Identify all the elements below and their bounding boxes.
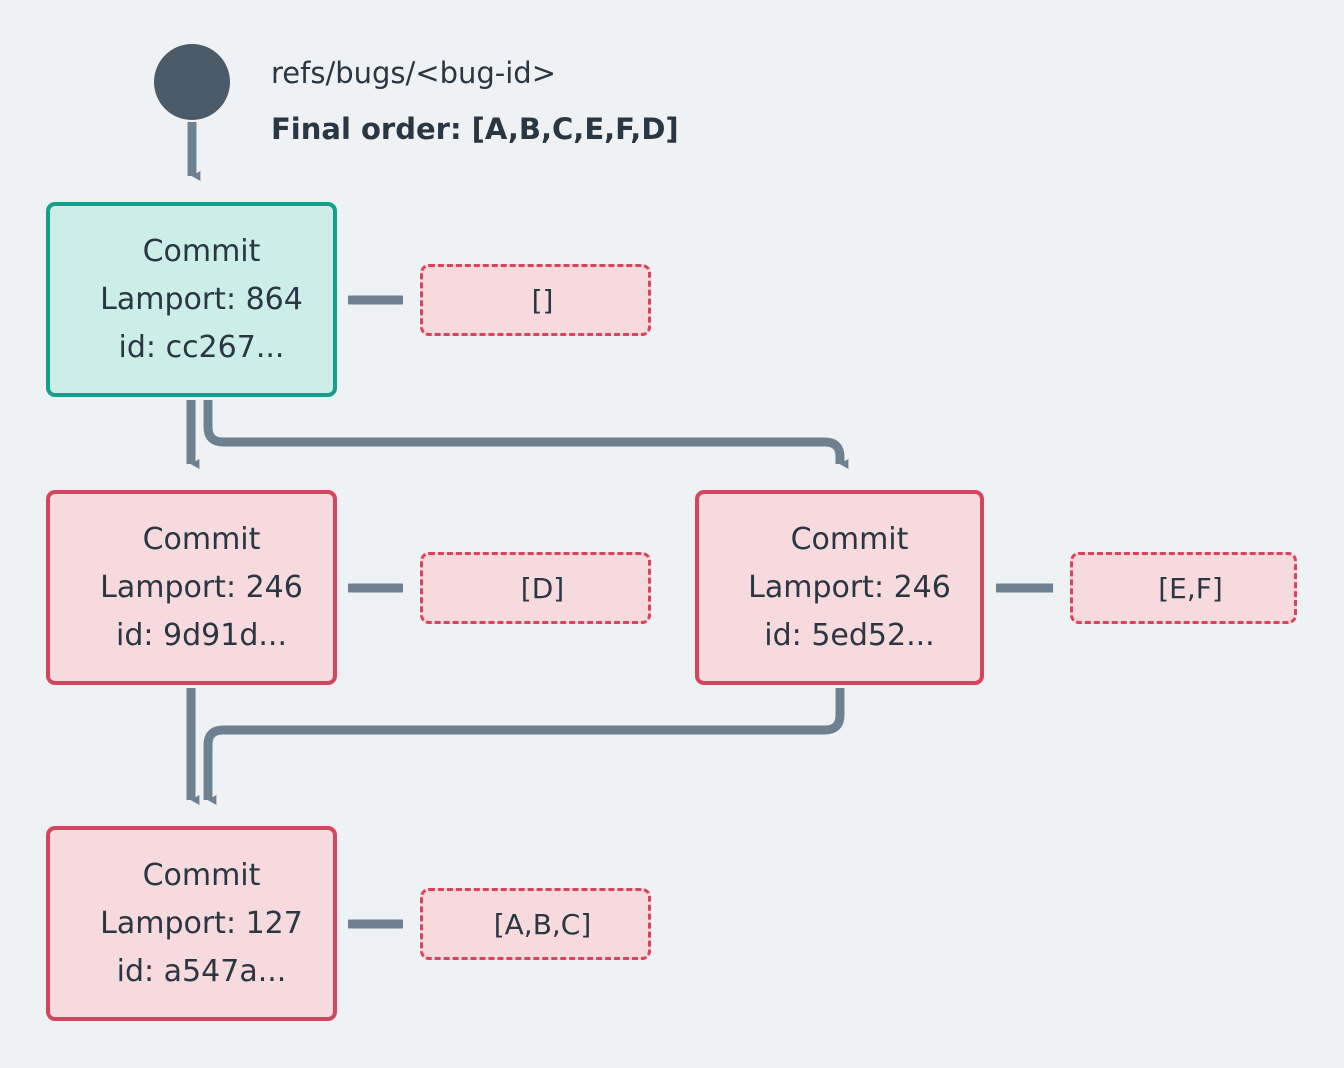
commit-lamport: Lamport: 127: [100, 905, 303, 941]
commit-lamport: Lamport: 246: [748, 569, 951, 605]
operations-label: [A,B,C]: [493, 907, 592, 941]
edge-5ed52-to-a547a: [203, 688, 845, 805]
commit-node-cc267[interactable]: Commit Lamport: 864 id: cc267...: [46, 202, 337, 397]
commit-node-a547a[interactable]: Commit Lamport: 127 id: a547a...: [46, 826, 337, 1021]
operations-box-9d91d[interactable]: [D]: [420, 552, 651, 624]
commit-title: Commit: [790, 521, 909, 557]
commit-id: id: a547a...: [116, 953, 287, 989]
ref-label: refs/bugs/<bug-id>: [271, 56, 557, 90]
commit-title: Commit: [142, 857, 261, 893]
root-dot: [154, 44, 230, 120]
commit-id: id: 5ed52...: [764, 617, 935, 653]
commit-title: Commit: [142, 521, 261, 557]
operations-box-a547a[interactable]: [A,B,C]: [420, 888, 651, 960]
commit-lamport: Lamport: 246: [100, 569, 303, 605]
commit-id: id: 9d91d...: [116, 617, 287, 653]
commit-id: id: cc267...: [118, 329, 285, 365]
commit-title: Commit: [142, 233, 261, 269]
operations-label: [E,F]: [1158, 571, 1223, 605]
edge-cc267-to-5ed52: [203, 400, 849, 469]
operations-box-cc267[interactable]: []: [420, 264, 651, 336]
commit-node-5ed52[interactable]: Commit Lamport: 246 id: 5ed52...: [695, 490, 984, 685]
operations-label: []: [531, 283, 554, 317]
commit-lamport: Lamport: 864: [100, 281, 303, 317]
final-order-label: Final order: [A,B,C,E,F,D]: [271, 112, 679, 146]
operations-label: [D]: [520, 571, 565, 605]
operations-box-5ed52[interactable]: [E,F]: [1070, 552, 1297, 624]
commit-node-9d91d[interactable]: Commit Lamport: 246 id: 9d91d...: [46, 490, 337, 685]
